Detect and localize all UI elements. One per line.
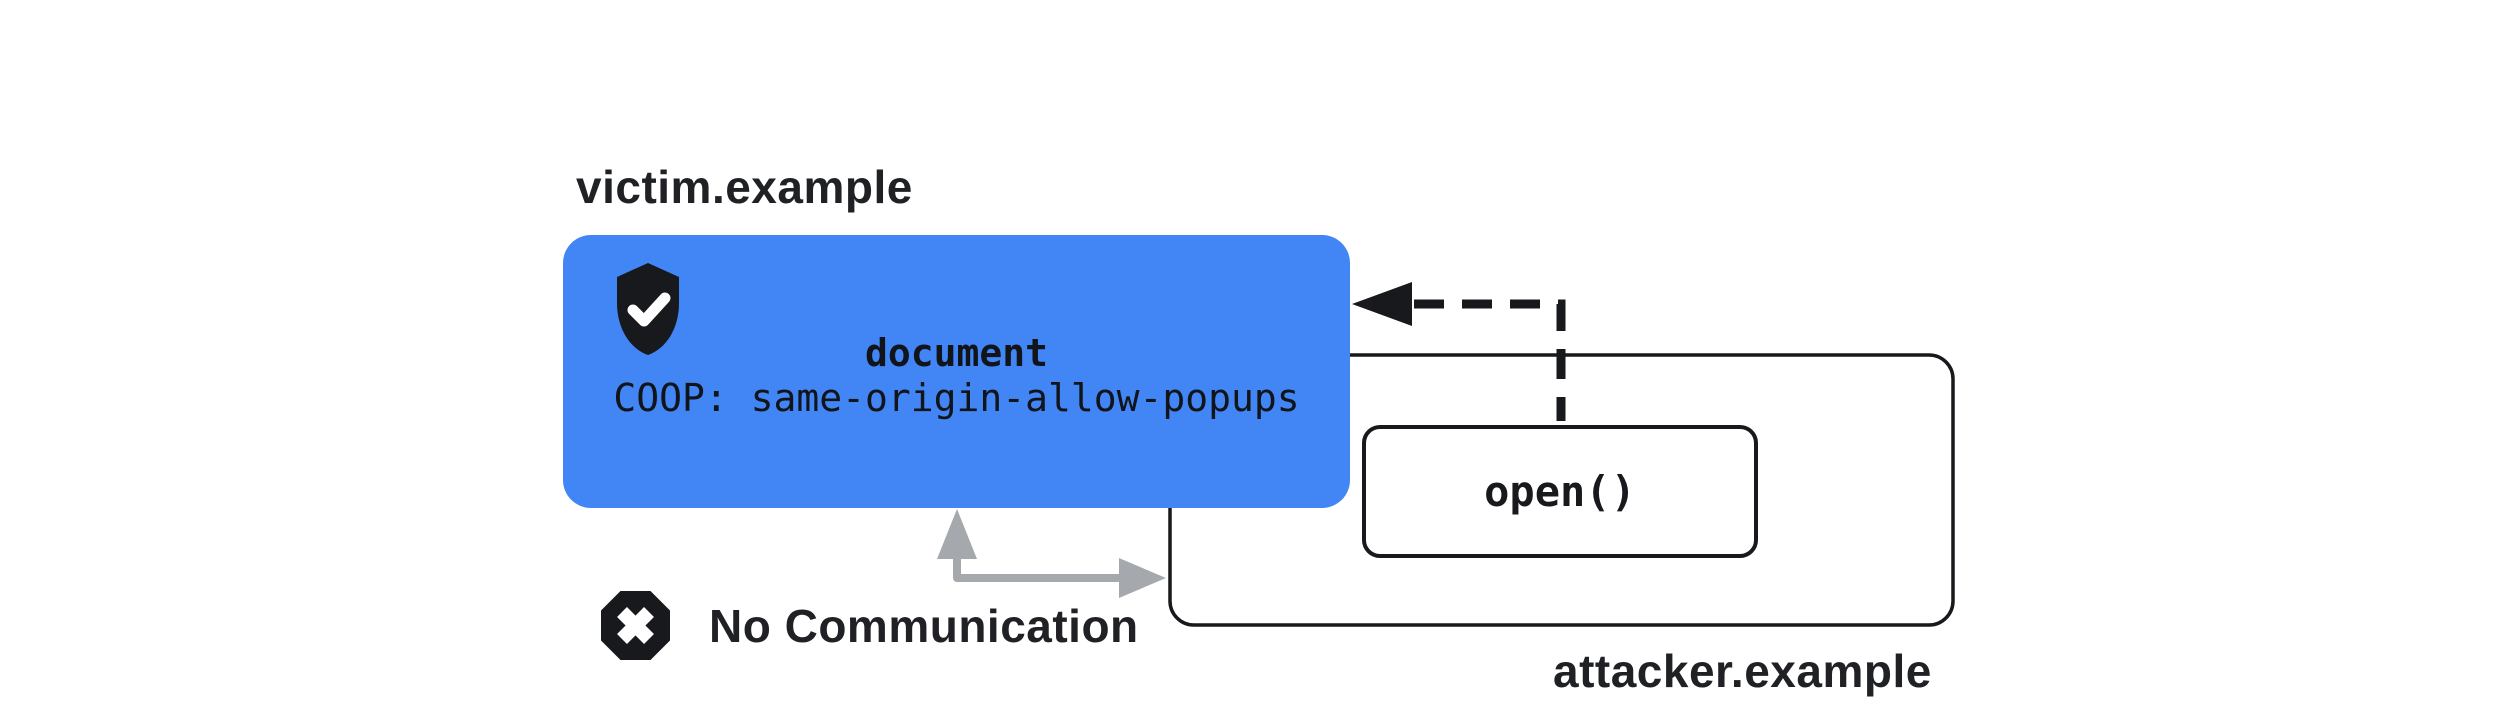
victim-origin-label: victim.example [576, 161, 913, 213]
x-mark [617, 607, 654, 644]
no-communication-badge: No Communication [597, 587, 1139, 664]
open-call-box: open() [1362, 425, 1758, 558]
dashed-opener-arrow [1352, 282, 1566, 421]
no-communication-label: No Communication [709, 599, 1139, 652]
shield-check-icon [617, 263, 679, 355]
octagon-x-icon [601, 591, 670, 660]
dashed-opener-arrow-line [1414, 299, 1566, 421]
attacker-origin-label: attacker.example [1553, 645, 1932, 697]
shield-checkmark [627, 292, 671, 327]
victim-coop-header: COOP: same-origin-allow-popups [613, 376, 1300, 420]
victim-document-title: document [864, 331, 1049, 375]
blocked-arrow-line [953, 554, 1122, 582]
blocked-arrowhead-up [937, 509, 977, 559]
gray-elbow-arrow [937, 509, 1166, 598]
open-call-text: open() [1484, 467, 1636, 516]
dashed-opener-arrowhead [1352, 282, 1412, 326]
victim-document-box: document COOP: same-origin-allow-popups [563, 235, 1350, 508]
